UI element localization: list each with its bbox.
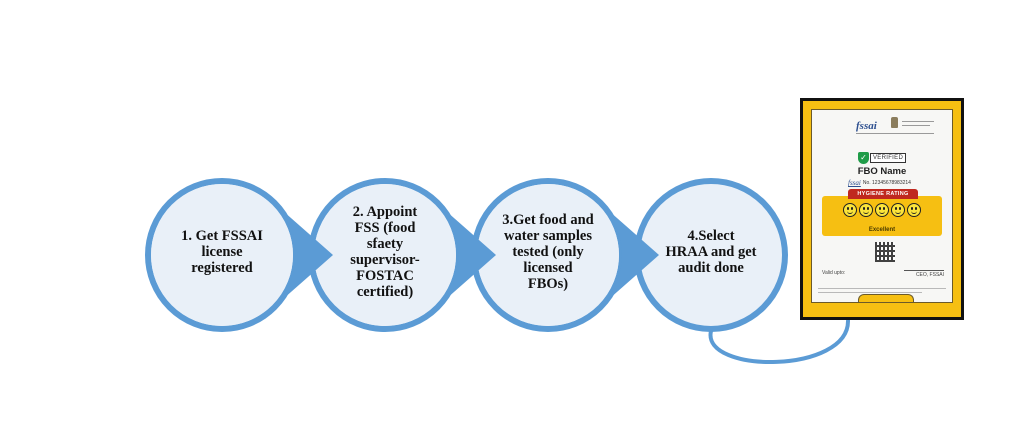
step-arrow-pointer xyxy=(603,206,659,304)
rating-text: Excellent xyxy=(868,227,896,233)
smiley-icon xyxy=(891,203,905,217)
step-label-line: audit done xyxy=(678,260,744,276)
step-circle-fill xyxy=(151,184,293,326)
certificate-body: fssai ✓ VERIFIED FBO Name fssai No. 1234… xyxy=(811,109,953,303)
step-label-line: 2. Appoint xyxy=(352,204,418,220)
valid-upto-label: Valid upto: xyxy=(822,270,846,276)
step-label-line: 1. Get FSSAI xyxy=(181,228,263,244)
step-arrow-pointer xyxy=(440,206,496,304)
step-label-line: registered xyxy=(191,260,253,276)
step-label-line: FBOs) xyxy=(527,276,569,292)
step-circle-fill xyxy=(477,184,619,326)
national-emblem-icon xyxy=(891,117,898,128)
hygiene-rating-ribbon: HYGIENE RATING xyxy=(848,189,918,199)
fine-print-line xyxy=(818,288,946,289)
step-label-line: tested (only xyxy=(512,244,584,260)
step-arrow-pointer xyxy=(277,206,333,304)
fssai-logo: fssai xyxy=(856,120,877,132)
verified-label: VERIFIED xyxy=(870,152,907,163)
step-2-node xyxy=(308,178,496,332)
smiley-rating xyxy=(822,203,942,217)
step-circle-fill xyxy=(314,184,456,326)
step-label-line: licensed xyxy=(523,260,573,276)
license-number: No. 12345678983214 xyxy=(862,180,911,186)
step-label-line: FOSTAC xyxy=(356,268,414,284)
step-3-node xyxy=(471,178,659,332)
connector-to-certificate xyxy=(708,319,851,364)
step-label-line: 4.Select xyxy=(687,228,735,244)
smiley-icon xyxy=(843,203,857,217)
hygiene-rating-certificate: fssai ✓ VERIFIED FBO Name fssai No. 1234… xyxy=(800,98,964,320)
fssai-small-logo: fssai xyxy=(848,179,861,187)
smiley-icon xyxy=(859,203,873,217)
fbo-name: FBO Name xyxy=(857,166,907,177)
smiley-icon xyxy=(907,203,921,217)
step-label-line: sfaety xyxy=(366,236,404,252)
step-label-line: supervisor- xyxy=(350,252,420,268)
qr-code-icon xyxy=(875,242,895,262)
signatory: CEO, FSSAI xyxy=(904,270,944,278)
step-label-line: HRAA and get xyxy=(665,244,757,260)
certificate-header: fssai xyxy=(812,116,952,140)
step-label-line: water samples xyxy=(504,228,592,244)
fine-print-line xyxy=(818,292,922,293)
step-label-line: license xyxy=(201,244,243,260)
verified-badge: ✓ VERIFIED xyxy=(858,151,907,164)
verified-shield-icon: ✓ xyxy=(858,151,869,164)
step-1-node xyxy=(145,178,333,332)
certificate-footer-tab xyxy=(858,294,914,302)
step-label-line: 3.Get food and xyxy=(502,212,594,228)
smiley-icon xyxy=(875,203,889,217)
step-label-line: FSS (food xyxy=(354,220,416,236)
step-label-line: certified) xyxy=(356,284,414,300)
license-number-row: fssai No. 12345678983214 xyxy=(848,179,911,187)
rating-box: Excellent xyxy=(822,196,942,236)
